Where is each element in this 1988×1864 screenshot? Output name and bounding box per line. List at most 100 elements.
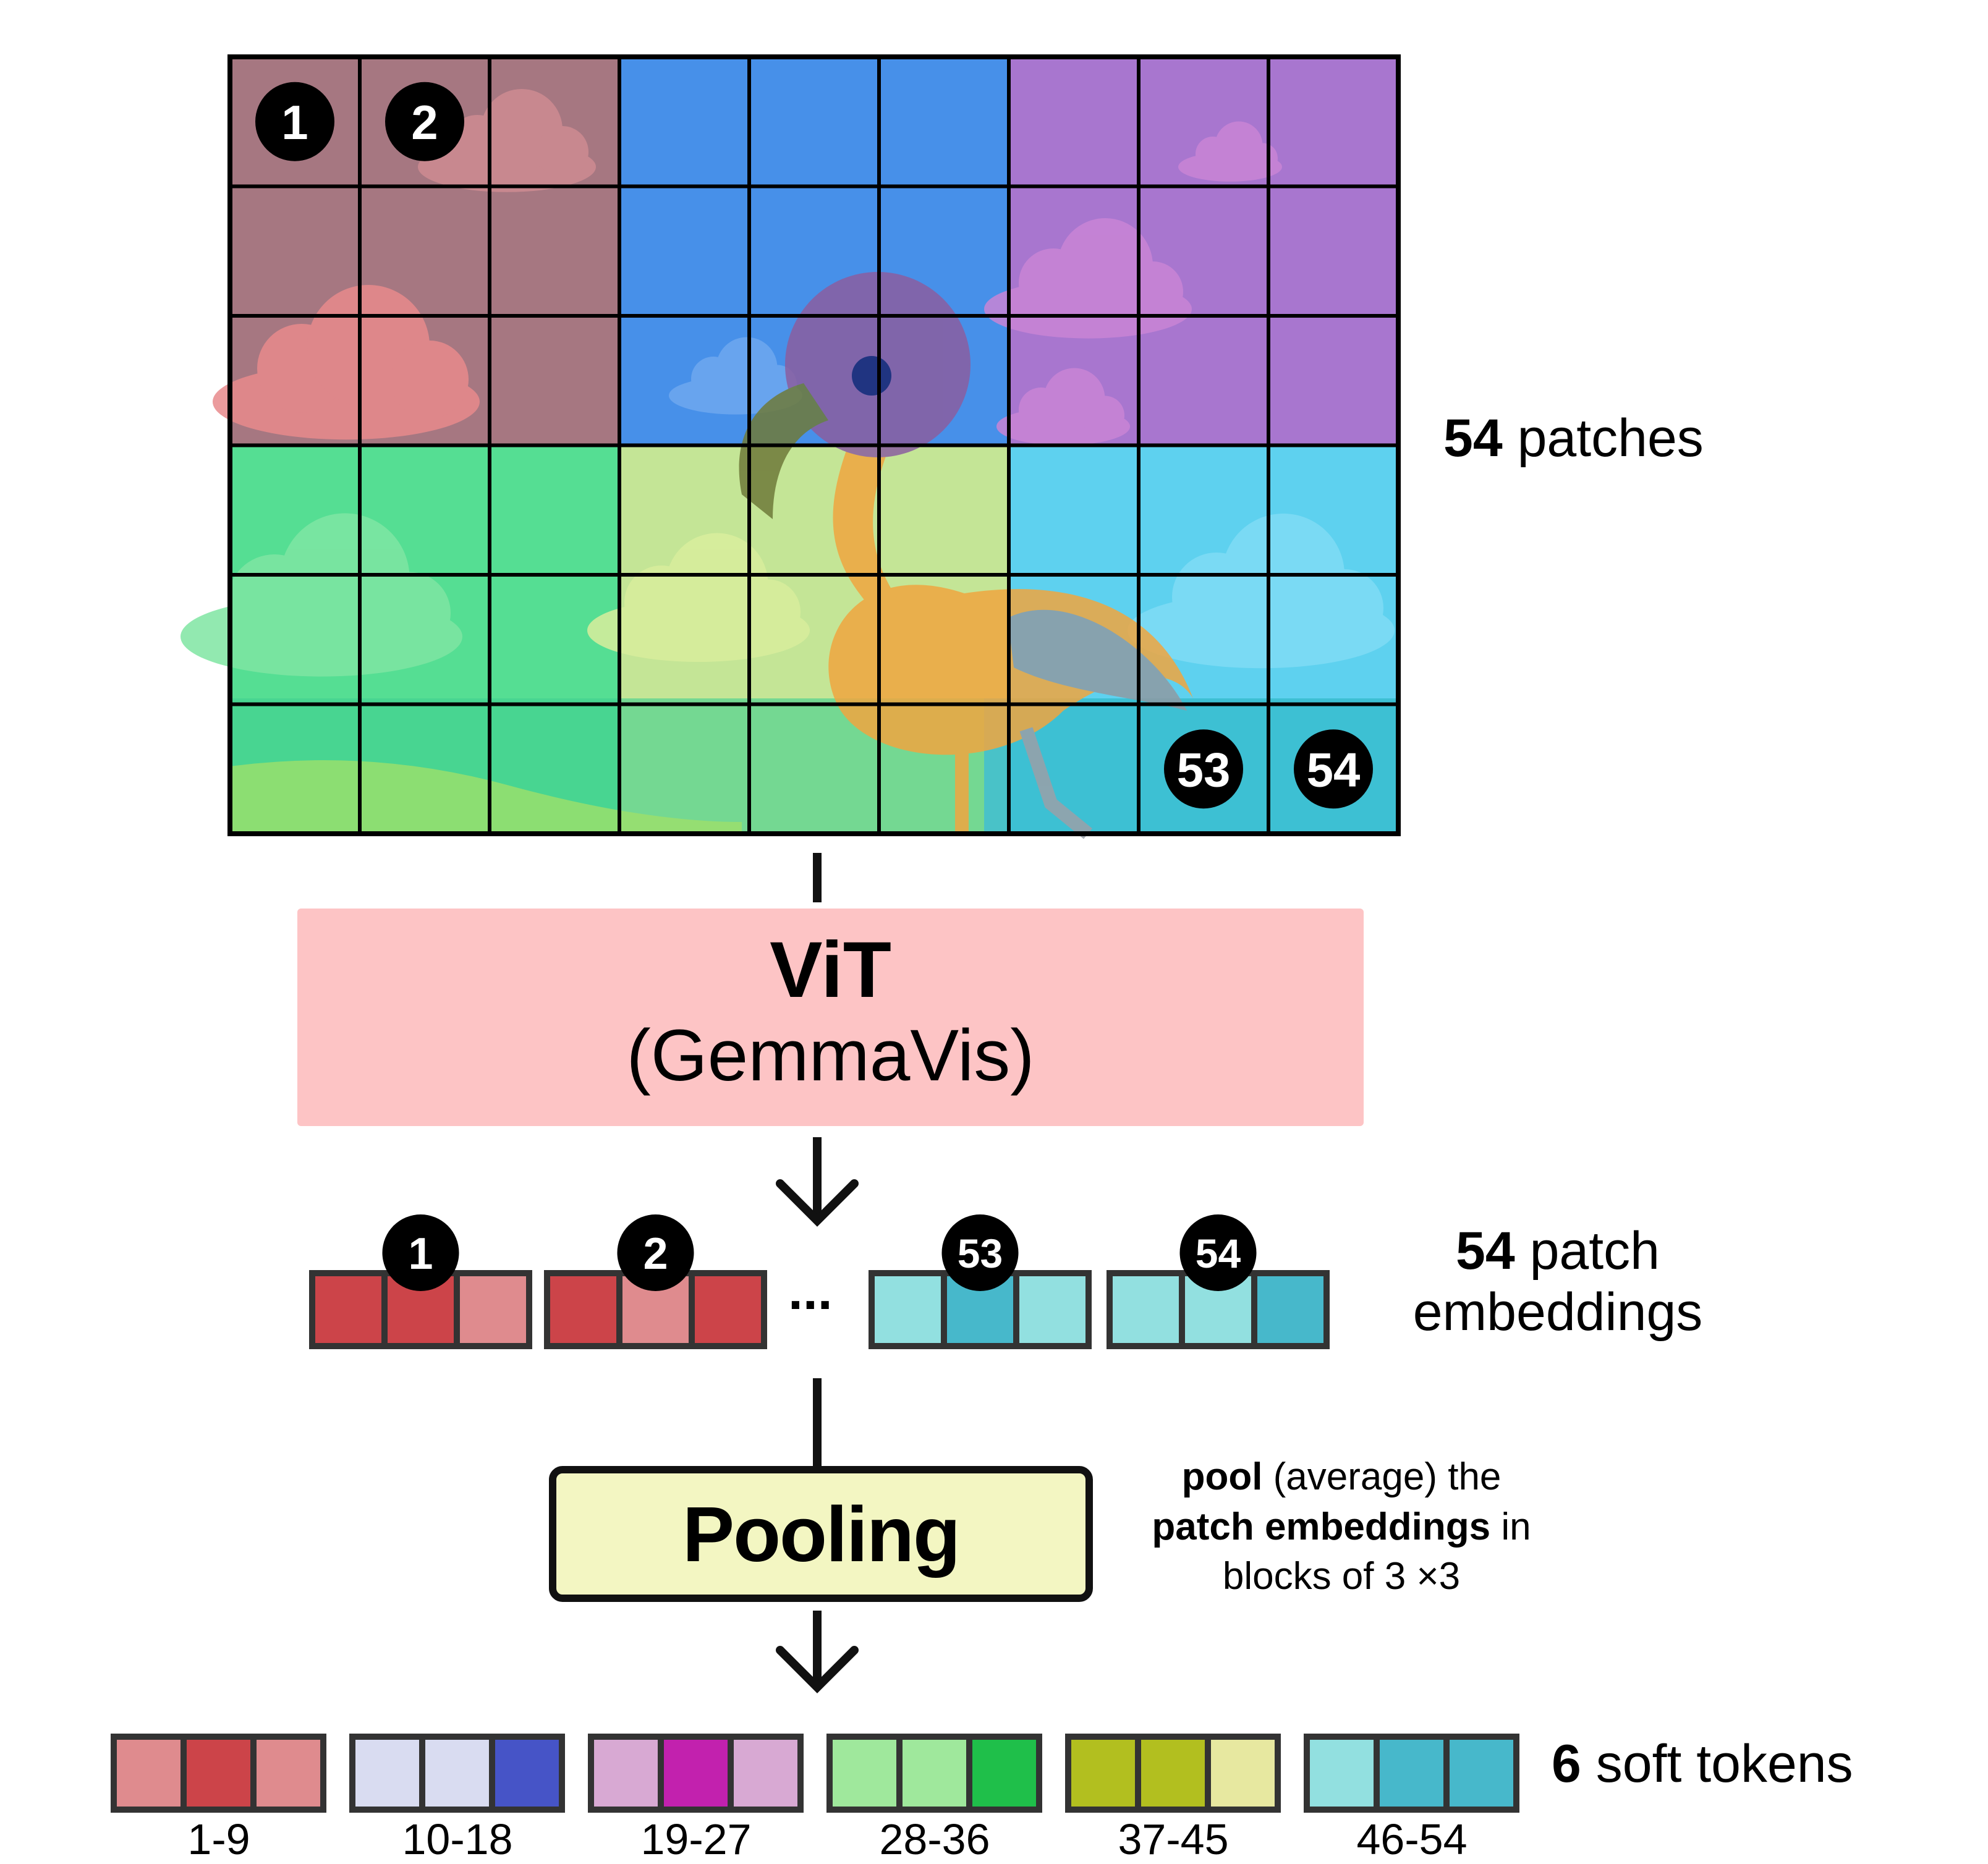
- patch-badge-1: 1: [255, 82, 334, 161]
- patch-embedding-vector: [544, 1270, 767, 1349]
- soft-token-cell: [349, 1734, 425, 1813]
- soft-token-cell: [111, 1734, 187, 1813]
- note-bold-pool: pool: [1181, 1455, 1263, 1498]
- embedding-badge-1: 1: [382, 1214, 459, 1291]
- embedding-cell: [1013, 1270, 1092, 1349]
- badge-circle: [1164, 729, 1243, 809]
- soft-tokens-count: 6: [1552, 1734, 1581, 1794]
- badge-number: 54: [1307, 742, 1361, 797]
- embeddings-count: 54: [1456, 1221, 1515, 1281]
- vit-subtitle: (GemmaVis): [626, 1014, 1035, 1096]
- soft-token-cell: [1374, 1734, 1450, 1813]
- embedding-badge-2: 2: [617, 1214, 694, 1291]
- soft-token-vector: [826, 1734, 1042, 1813]
- soft-token-cell: [419, 1734, 495, 1813]
- badge-circle: [1179, 1214, 1257, 1291]
- cloud-puff: [1247, 143, 1278, 174]
- badge-number: 1: [281, 95, 308, 150]
- cloud-puff: [1306, 569, 1383, 647]
- embedding-cell: [309, 1270, 388, 1349]
- embedding-cell: [1107, 1270, 1185, 1349]
- cloud-puff: [1123, 261, 1183, 322]
- note-bold-embeddings: patch embeddings: [1152, 1505, 1491, 1548]
- badge-number: 53: [1177, 742, 1231, 797]
- pooling-label: Pooling: [682, 1490, 961, 1578]
- soft-token-cell: [966, 1734, 1042, 1813]
- note-text-blocks: blocks of 3 ×3: [1222, 1555, 1461, 1598]
- embedding-cell: [689, 1270, 767, 1349]
- soft-token-cell: [588, 1734, 664, 1813]
- badge-circle: [1294, 729, 1373, 809]
- cloud-shape: [1128, 514, 1395, 669]
- cloud-shape: [996, 368, 1130, 446]
- cloud-shape: [181, 513, 462, 677]
- soft-token-range: 19-27: [640, 1815, 752, 1863]
- embedding-badge-54: 54: [1179, 1214, 1257, 1291]
- cloud-puff: [368, 572, 451, 655]
- soft-token-vector: [1065, 1734, 1281, 1813]
- soft-token-cell: [728, 1734, 804, 1813]
- patch-embedding-vector: [1107, 1270, 1330, 1349]
- note-text-average: (average) the: [1262, 1455, 1502, 1498]
- soft-token-cell: [250, 1734, 326, 1813]
- cloud-puff: [1085, 396, 1124, 435]
- patch-grid-border: [227, 54, 1401, 836]
- embeddings-label: 54 patch embeddings: [1378, 1221, 1737, 1343]
- patch-badge-2: 2: [385, 82, 464, 161]
- soft-token-cell: [1443, 1734, 1519, 1813]
- soft-token-vector: [588, 1734, 804, 1813]
- patches-count: 54: [1443, 409, 1503, 468]
- embedding-cell: [544, 1270, 622, 1349]
- soft-token-cell: [489, 1734, 565, 1813]
- badge-circle: [385, 82, 464, 161]
- patches-word: patches: [1517, 409, 1704, 468]
- soft-token-range: 37-45: [1118, 1815, 1229, 1863]
- soft-token-cell: [181, 1734, 257, 1813]
- badge-circle: [617, 1214, 694, 1291]
- soft-token-vector: [111, 1734, 326, 1813]
- soft-token-cell: [1135, 1734, 1211, 1813]
- patch-embedding-vector: [309, 1270, 532, 1349]
- patch-badge-54: 54: [1294, 729, 1373, 809]
- soft-token-range: 28-36: [879, 1815, 990, 1863]
- arrow-vit-to-embeddings: [776, 1137, 859, 1227]
- embedding-cell: [1251, 1270, 1330, 1349]
- pooling-box: Pooling: [549, 1466, 1093, 1602]
- embedding-badge-53: 53: [941, 1214, 1019, 1291]
- soft-token-range: 10-18: [402, 1815, 513, 1863]
- arrow-head: [776, 1646, 859, 1693]
- soft-token-cell: [826, 1734, 903, 1813]
- soft-tokens-label: 6 soft tokens: [1552, 1734, 1853, 1795]
- soft-token-cell: [1304, 1734, 1380, 1813]
- patch-badge-53: 53: [1164, 729, 1243, 809]
- flamingo-leg: [955, 742, 969, 834]
- soft-token-cell: [896, 1734, 972, 1813]
- badge-number: 2: [643, 1229, 668, 1279]
- patches-label: 54 patches: [1443, 408, 1704, 469]
- soft-token-cell: [658, 1734, 734, 1813]
- soft-token-range: 1-9: [187, 1815, 250, 1863]
- flamingo-neck: [833, 433, 903, 618]
- note-text-in: in: [1490, 1505, 1531, 1548]
- cloud-puff: [537, 126, 588, 178]
- embeddings-word2: embeddings: [1412, 1282, 1703, 1342]
- flamingo-eye: [852, 356, 891, 396]
- flamingo-wing: [1008, 609, 1187, 711]
- embedding-cell: [869, 1270, 947, 1349]
- cloud-puff: [736, 579, 801, 645]
- flamingo-leg-back: [1019, 727, 1092, 839]
- pooling-note: pool (average) the patch embeddings in b…: [1113, 1452, 1570, 1602]
- cloud-puff: [391, 341, 469, 418]
- soft-token-range: 46-54: [1356, 1815, 1468, 1863]
- badge-circle: [255, 82, 334, 161]
- badge-number: 1: [408, 1229, 433, 1279]
- badge-number: 54: [1196, 1231, 1241, 1276]
- badge-circle: [941, 1214, 1019, 1291]
- soft-token-cell: [1205, 1734, 1281, 1813]
- soft-token-vector: [1304, 1734, 1519, 1813]
- flamingo-beak: [739, 383, 828, 519]
- soft-tokens-word: soft tokens: [1595, 1734, 1853, 1794]
- soft-token-cell: [1065, 1734, 1141, 1813]
- cloud-shape: [587, 533, 810, 662]
- embedding-cell: [454, 1270, 532, 1349]
